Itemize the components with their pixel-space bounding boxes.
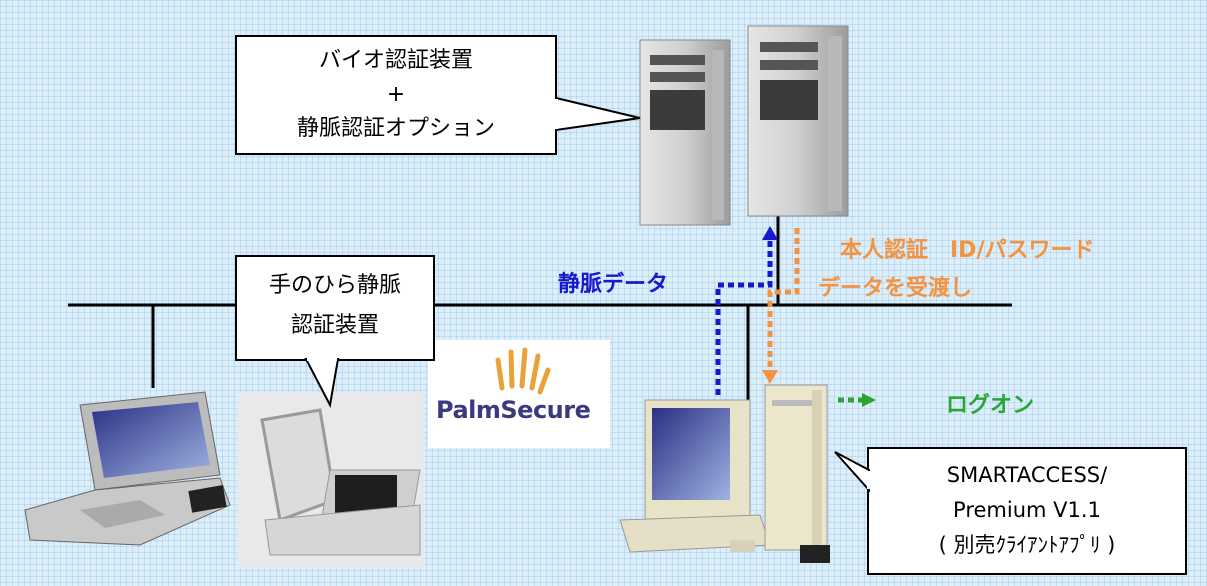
palmsecure-logo-text: PalmSecure [436, 396, 591, 424]
client-callout-bubble [834, 447, 1187, 575]
vein-data-arrowhead [762, 226, 778, 240]
palmsecure-hand-icon [495, 347, 551, 395]
palm-vein-device-icon [238, 392, 423, 567]
client-callout-line3: ( 別売ｸﾗｲｱﾝﾄｱﾌﾟﾘ ) [938, 533, 1116, 557]
desktop-client-icon [619, 384, 830, 563]
palmsecure-logo-box [428, 340, 610, 448]
server-icon [639, 25, 849, 226]
vein-data-label: 静脈データ [558, 272, 669, 297]
server-callout-line3: 静脈認証オプション [296, 116, 495, 141]
auth-label-line2: データを受渡し [818, 276, 973, 301]
auth-data-arrow [767, 228, 800, 370]
palm-callout-bubble [235, 255, 435, 409]
logon-label: ログオン [946, 393, 1035, 418]
server-callout-line2: + [386, 82, 406, 107]
auth-data-arrowhead [762, 370, 778, 384]
server-callout-line1: バイオ認証装置 [318, 48, 473, 73]
server-callout-text: バイオ認証装置 + 静脈認証オプション [236, 44, 556, 146]
logon-arrowhead [862, 393, 876, 407]
auth-label-line1: 本人認証 ID/パスワード [840, 238, 1095, 263]
palm-callout-line2: 認証装置 [290, 313, 379, 338]
palm-callout-line1: 手のひら静脈 [268, 273, 401, 298]
laptop-icon [24, 391, 231, 546]
vein-data-arrow [715, 238, 773, 395]
client-callout-line1: SMARTACCESS/ [946, 463, 1108, 487]
palm-callout-text: 手のひら静脈 認証装置 [236, 266, 434, 346]
client-callout-line2: Premium V1.1 [953, 498, 1101, 522]
server-callout-bubble [235, 35, 641, 155]
client-callout-text: SMARTACCESS/ Premium V1.1 ( 別売ｸﾗｲｱﾝﾄｱﾌﾟﾘ… [868, 458, 1186, 563]
